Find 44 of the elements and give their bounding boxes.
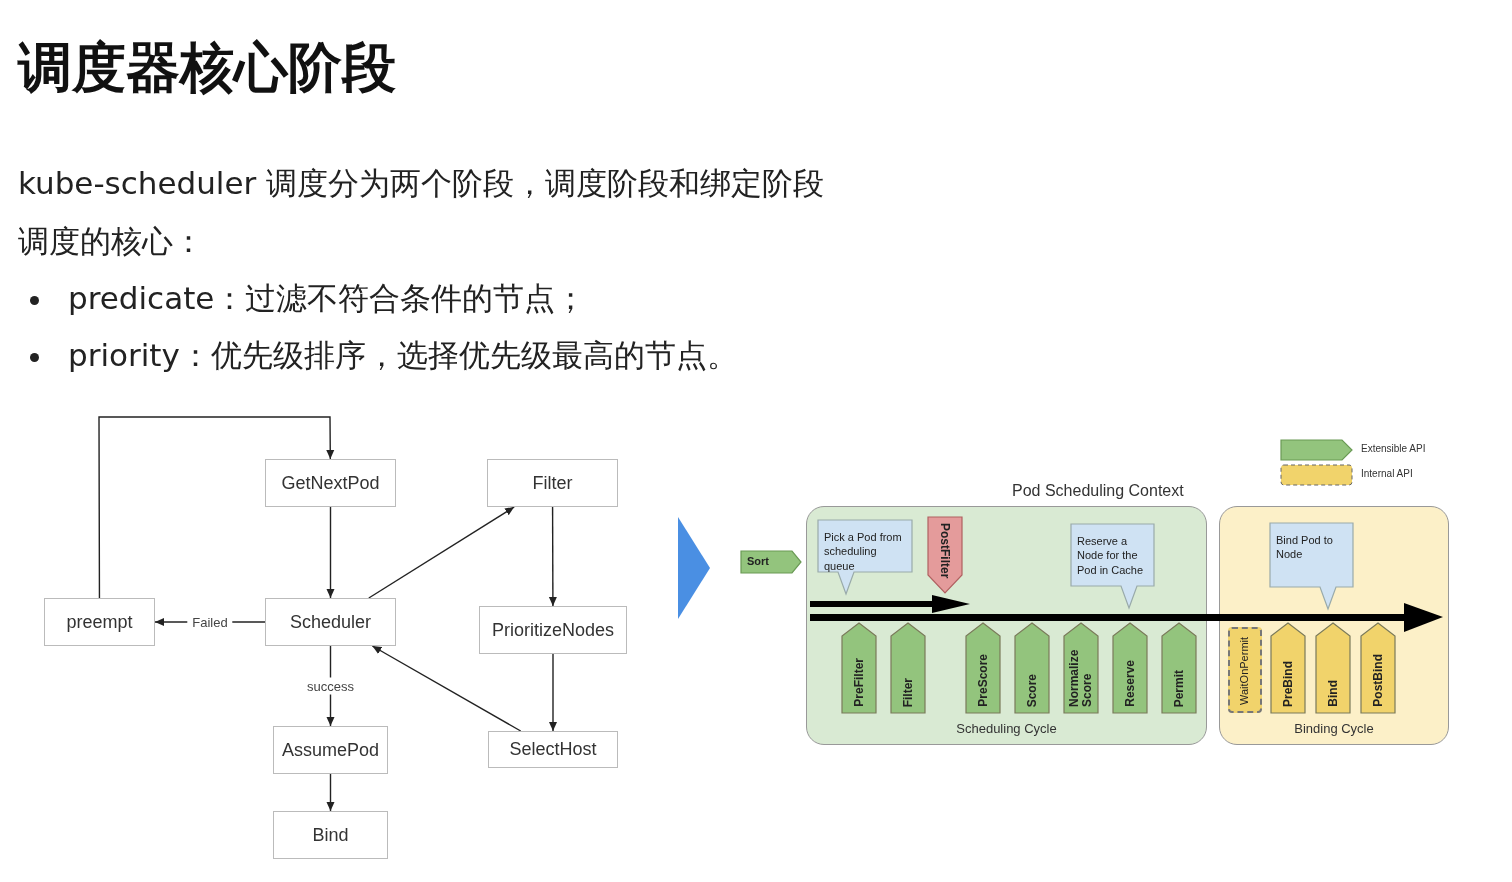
triangle-shape xyxy=(678,517,710,619)
arrow xyxy=(548,506,557,607)
plugin-tab: Normalize Score xyxy=(1064,623,1098,713)
process-box: GetNextPod xyxy=(265,459,396,507)
plugin-tab: Bind xyxy=(1316,623,1350,713)
slide-title: 调度器核心阶段 xyxy=(18,35,396,101)
process-box: SelectHost xyxy=(488,731,618,768)
intro-text: 调度的核心： xyxy=(18,222,204,261)
plugin-tab: Permit xyxy=(1162,623,1196,713)
cycle-panel xyxy=(806,506,1207,745)
plugin-tab: Filter xyxy=(891,623,925,713)
arrow xyxy=(368,506,515,599)
process-box: Scheduler xyxy=(265,598,396,646)
process-box: preempt xyxy=(44,598,155,646)
process-box: Filter xyxy=(487,459,618,507)
callout-note: Bind Pod to Node xyxy=(1270,523,1353,609)
arrow xyxy=(326,506,335,599)
legend-label: Extensible API xyxy=(1361,443,1426,454)
plugin-tag: Sort xyxy=(741,551,801,573)
callout-note: Reserve a Node for the Pod in Cache xyxy=(1071,524,1154,608)
plugin-tab: Reserve xyxy=(1113,623,1147,713)
plugin-tag: PostFilter xyxy=(928,517,962,593)
plugin-tab: PostBind xyxy=(1361,623,1395,713)
bullet-text: predicate：过滤不符合条件的节点； xyxy=(68,279,587,318)
intro-text: kube-scheduler 调度分为两个阶段，调度阶段和绑定阶段 xyxy=(18,164,825,203)
legend-label: Internal API xyxy=(1361,468,1413,479)
cycle-label: Scheduling Cycle xyxy=(955,721,1058,736)
plugin-tab: Score xyxy=(1015,623,1049,713)
bullet-text: priority：优先级排序，选择优先级最高的节点。 xyxy=(68,336,738,375)
arrow xyxy=(98,416,335,599)
plugin-tab: PreScore xyxy=(966,623,1000,713)
plugin-tab: PreFilter xyxy=(842,623,876,713)
arrow xyxy=(326,773,335,812)
arrow xyxy=(371,645,522,732)
process-box: AssumePod xyxy=(273,726,388,774)
callout-note: Pick a Pod from scheduling queue xyxy=(818,520,912,594)
arrow xyxy=(549,653,557,732)
process-box: Bind xyxy=(273,811,388,859)
cycle-panel xyxy=(1219,506,1449,745)
process-box: PrioritizeNodes xyxy=(479,606,627,654)
cycle-label: Binding Cycle xyxy=(1293,721,1375,736)
plugin-tab: PreBind xyxy=(1271,623,1305,713)
plugin-tab: WaitOnPermit xyxy=(1228,627,1262,713)
context-title: Pod Scheduling Context xyxy=(1012,482,1184,500)
